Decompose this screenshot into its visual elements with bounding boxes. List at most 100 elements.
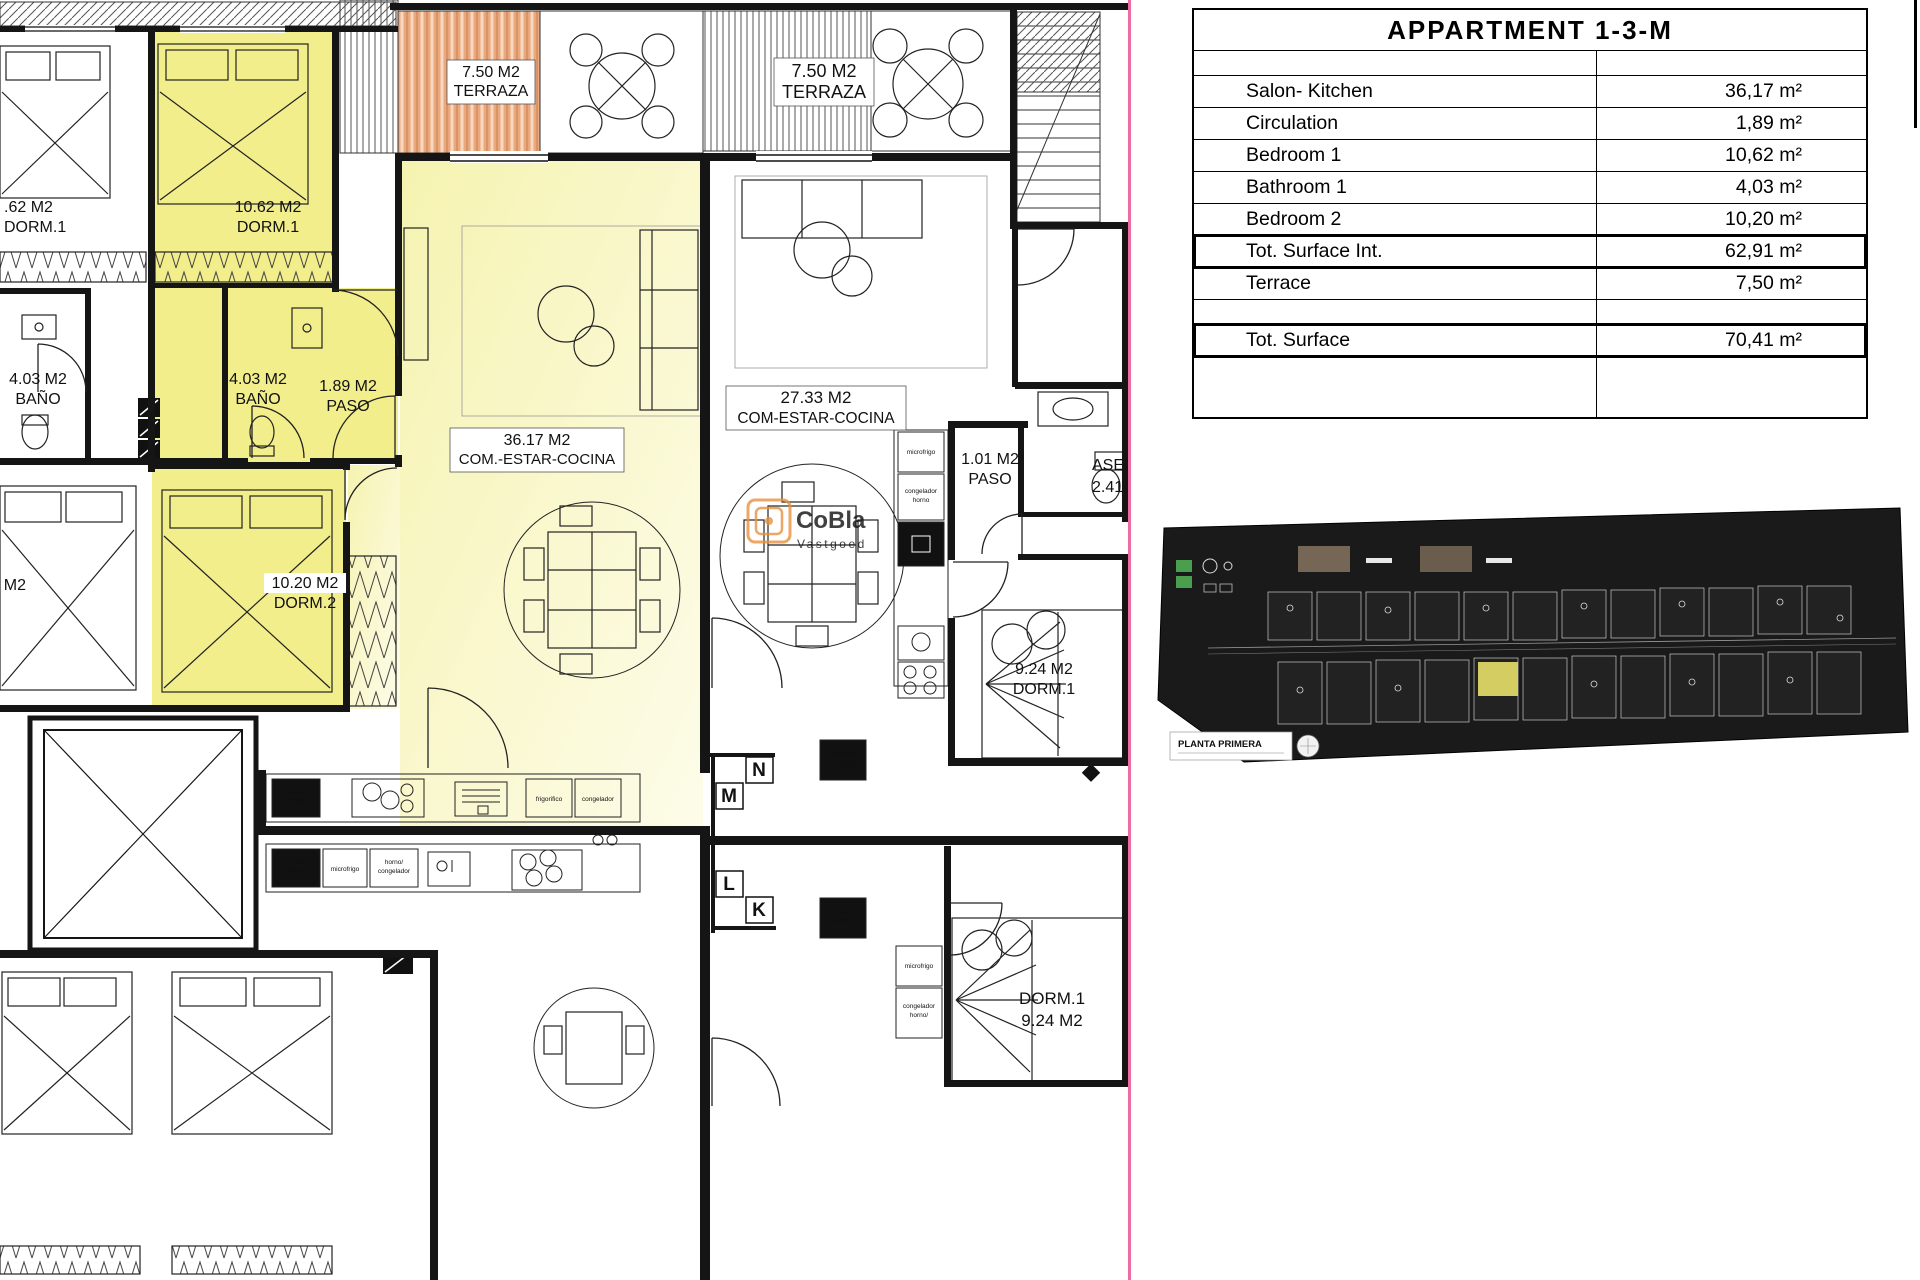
appliance-label: horno/	[910, 1012, 929, 1019]
dining-table-icon	[533, 987, 655, 1109]
appliance-label: microfrigo	[907, 449, 936, 456]
room-label: BAÑO	[15, 388, 60, 408]
appliance-label: congelador	[378, 868, 411, 875]
fridge-icon	[525, 778, 573, 818]
sink-icon	[427, 851, 471, 887]
cooktop-icon	[351, 778, 425, 818]
room-label: 27.33 M2	[781, 388, 852, 407]
coffee-table-icon	[537, 285, 595, 343]
marker-k: K	[752, 900, 766, 921]
plan-boundary-line	[1128, 0, 1131, 1280]
sink-icon	[1037, 391, 1109, 427]
dining-table-icon	[503, 501, 681, 679]
room-label: BAÑO	[235, 388, 280, 408]
freezer-icon	[574, 778, 622, 818]
row-label: Terrace	[1194, 268, 1598, 299]
washer-icon	[819, 739, 867, 781]
wardrobe-icon	[0, 251, 147, 283]
toilet-icon	[1091, 451, 1130, 504]
area-table: APPARTMENT 1-3-M Salon- Kitchen 36,17 m²…	[1192, 8, 1868, 419]
room-label: DORM.1	[4, 219, 66, 236]
room-label: .62 M2	[4, 199, 53, 216]
marker-m: M	[721, 786, 737, 807]
appliance-label: microfrigo	[331, 866, 360, 873]
cobla-logo-icon	[746, 498, 792, 544]
marker-n: N	[752, 760, 766, 781]
wardrobe-icon	[154, 251, 334, 283]
bed-icon	[0, 485, 137, 691]
table-row-total-surface: Tot. Surface 70,41 m²	[1193, 323, 1867, 358]
room-label: 10.62 M2	[235, 199, 302, 216]
appliance-label: Lavadora	[828, 918, 857, 925]
terrace-table-icon	[569, 33, 675, 139]
bed-icon	[981, 609, 1130, 759]
windows	[25, 25, 872, 163]
tv-unit-icon	[403, 227, 429, 361]
thumbnail-caption: PLANTA PRIMERA	[1169, 731, 1320, 761]
room-label: 1.01 M2	[961, 451, 1019, 468]
room-label: 7.50 M2	[791, 61, 856, 81]
building-overview-thumbnail: PLANTA PRIMERA	[1157, 507, 1909, 763]
washer-icon	[819, 897, 867, 939]
toilet-icon	[249, 415, 275, 457]
appliance-label: Termo/	[832, 760, 853, 767]
grid-markers: N M L K	[715, 756, 774, 924]
row-value: 62,91 m²	[1725, 240, 1802, 262]
sink-icon	[454, 781, 508, 817]
row-label: Salon- Kitchen	[1194, 76, 1598, 107]
room-label: 4.03 M2	[9, 371, 67, 388]
row-value: 7,50 m²	[1735, 272, 1802, 294]
row-label: Tot. Surface Int.	[1194, 236, 1598, 267]
appliance-labels: Lavadora Termo/ frigorifico congelador T…	[281, 449, 938, 1019]
washer-icon	[271, 848, 321, 888]
appliance-label: Termo/	[285, 798, 306, 805]
appliance-label: frigorifico	[536, 796, 563, 803]
room-label: 9.24 M2	[1015, 661, 1073, 678]
cooktop-icon	[897, 661, 945, 699]
furniture	[0, 28, 1130, 1275]
room-label: 2.41 M2	[1092, 479, 1130, 496]
row-label: Bedroom 2	[1194, 204, 1598, 235]
row-value: 10,20 m²	[1725, 208, 1802, 230]
wardrobe-icon	[171, 1245, 333, 1275]
sink-icon	[291, 307, 323, 349]
table-row: Circulation 1,89 m²	[1194, 108, 1866, 140]
thumbnail-caption-text: PLANTA PRIMERA	[1178, 739, 1262, 750]
toilet-icon	[21, 414, 49, 450]
bed-icon	[157, 43, 309, 205]
terrace-table-icon	[872, 28, 984, 138]
coffee-table-icon	[573, 325, 615, 367]
oven-icon	[369, 848, 419, 888]
wardrobe-icon	[347, 555, 397, 707]
appliance-label: congelador	[905, 488, 938, 495]
room-label: PASO	[326, 398, 369, 415]
page-edge-line	[1914, 0, 1917, 128]
row-value: 36,17 m²	[1725, 80, 1802, 102]
room-labels: 7.50 M2 TERRAZA 7.50 M2 TERRAZA .62 M2 D…	[4, 57, 1130, 1030]
appliance-label: congelador	[903, 1003, 936, 1010]
room-label: TERRAZA	[454, 83, 529, 100]
table-row: Bedroom 1 10,62 m²	[1194, 140, 1866, 172]
room-label: 9.24 M2	[1021, 1011, 1082, 1030]
sofa-icon	[639, 229, 699, 411]
row-label: Bedroom 1	[1194, 140, 1598, 171]
fridge-icon	[897, 431, 945, 473]
row-label: Tot. Surface	[1194, 325, 1598, 356]
cooktop-icon	[511, 834, 618, 891]
watermark-sub: Vastgoed	[797, 537, 867, 551]
freezer-icon	[897, 473, 945, 521]
bed-icon	[1, 971, 133, 1135]
room-label: ASEO	[1092, 457, 1130, 474]
washer-icon	[897, 521, 945, 567]
table-row: Terrace 7,50 m²	[1194, 268, 1866, 300]
floor-plan: N M L K CoBla Vastgoed Lavadora Termo/ f…	[0, 0, 1130, 1280]
row-label: Bathroom 1	[1194, 172, 1598, 203]
row-value: 1,89 m²	[1735, 112, 1802, 134]
room-label: 4.03 M2	[229, 371, 287, 388]
table-row: Bedroom 2 10,20 m²	[1194, 204, 1866, 236]
appliance-label: Termo/	[285, 859, 306, 866]
room-label: TERRAZA	[782, 82, 866, 102]
appliance-label: Lavadora	[281, 868, 310, 875]
room-label: 36.17 M2	[504, 432, 571, 449]
appliance-label: Lavadora	[828, 751, 857, 758]
